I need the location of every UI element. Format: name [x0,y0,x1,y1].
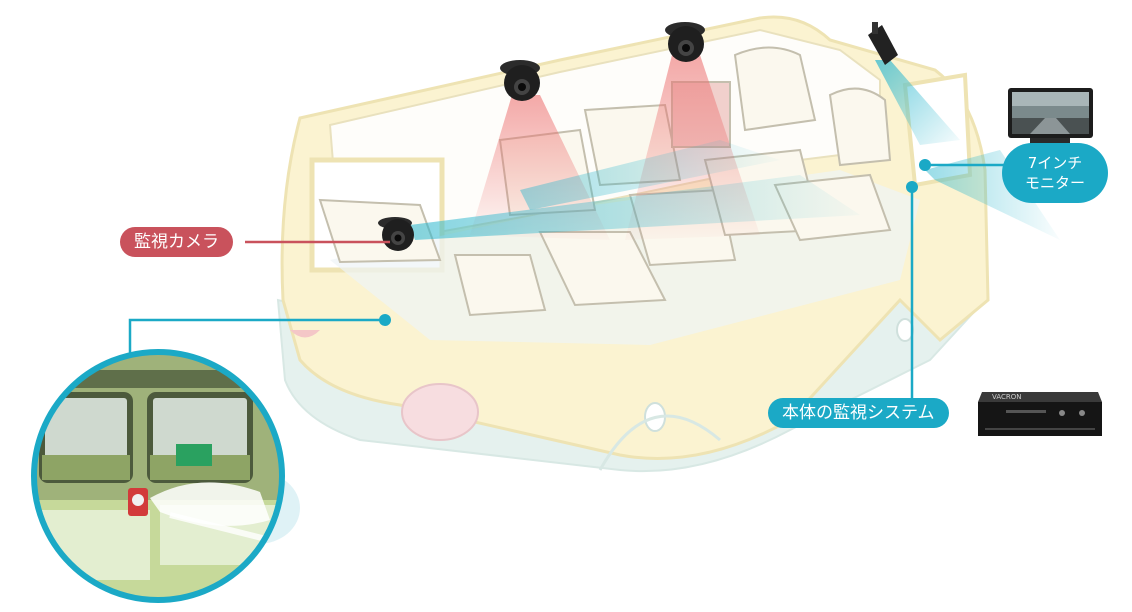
device-brand: VACRON [992,393,1022,401]
front-wheel-hub-2 [896,318,914,342]
system-label: 本体の監視システム [768,398,949,428]
rear-wheel [401,383,479,441]
dvr-box-icon: VACRON [978,392,1102,436]
view-cone-blue [520,140,780,210]
rear-light [290,330,320,338]
camera-label: 監視カメラ [120,227,233,257]
view-cone-blue [410,175,860,240]
view-cone-blue-front [875,60,960,145]
seat [453,254,547,317]
monitor-label-line2: モニター [1024,174,1085,192]
monitor-label: 7インチ モニター [1002,143,1108,203]
dome-camera-icon [500,60,540,101]
seat-driver-2 [828,87,892,167]
inset-emergency-button [31,349,300,603]
monitor-icon [1008,88,1093,144]
seat-driver [733,46,817,132]
monitor-label-line1: 7インチ [1027,154,1083,172]
view-cone-red [470,95,610,240]
bullet-camera-icon [868,22,898,65]
view-cone-blue-forward [925,150,1060,240]
dome-camera-icon [665,22,705,62]
camera-view-cones [410,55,1060,240]
